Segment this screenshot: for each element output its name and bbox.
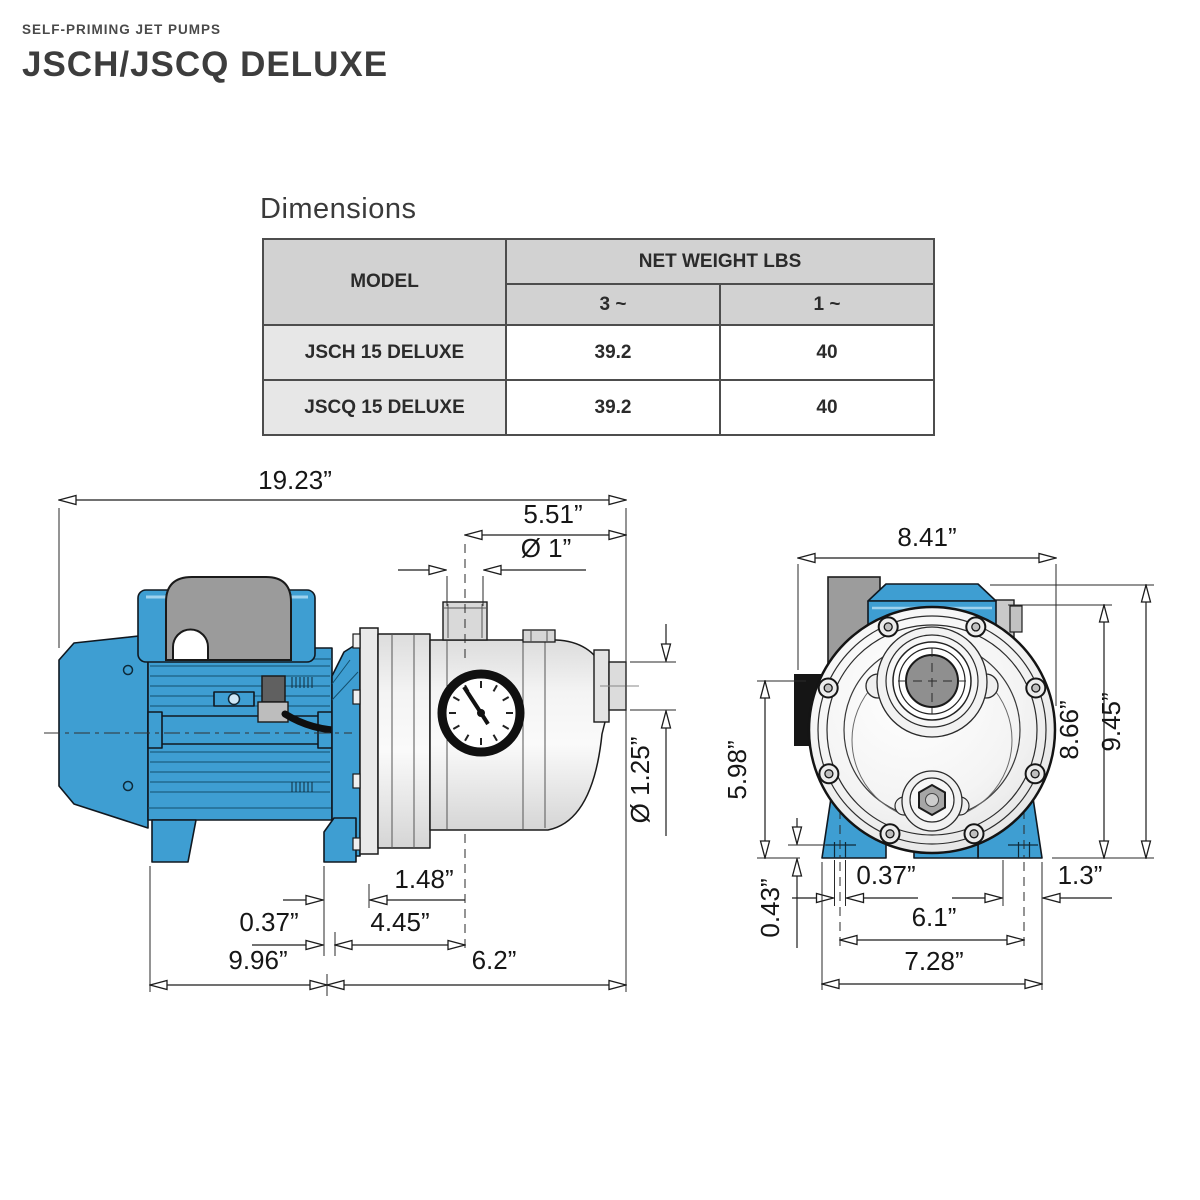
motor-foot <box>151 819 197 863</box>
dim-base-width: 7.28” <box>904 946 963 976</box>
dim-overall-length: 19.23” <box>258 465 332 495</box>
pump-front-view-drawing: 8.41” 9.45” 8.66” 5.98” 0.43” 0.37” 1.3”… <box>725 522 1154 990</box>
dim-slot-width: 0.37” <box>856 860 915 890</box>
table-cell-model: JSCQ 15 DELUXE <box>262 379 507 436</box>
priming-plug <box>522 629 556 643</box>
front-port <box>865 626 999 738</box>
dim-mount-slot: 1.48” <box>394 864 453 894</box>
table-cell-weight-3ph: 39.2 <box>505 324 721 381</box>
front-view-dimensions: 8.41” 9.45” 8.66” 5.98” 0.43” 0.37” 1.3”… <box>725 522 1154 990</box>
dim-foot-pad-height: 0.43” <box>755 878 785 937</box>
handle-notch <box>172 628 209 661</box>
dim-suction-diameter: Ø 1” <box>521 533 572 563</box>
flange-bolts <box>817 616 1047 845</box>
page-title: JSCH/JSCQ DELUXE <box>22 45 389 84</box>
dim-bolt-spacing: 6.1” <box>912 902 957 932</box>
table-cell-weight-1ph: 40 <box>719 324 935 381</box>
side-view-dimensions: 19.23” 5.51” Ø 1” Ø 1.25” 1.48” 0.37” 4.… <box>59 465 676 996</box>
dim-foot-width: 0.37” <box>239 907 298 937</box>
table-row: JSCH 15 DELUXE 39.2 40 <box>262 324 935 381</box>
dim-discharge-diameter: Ø 1.25” <box>625 737 655 824</box>
dim-axis-height: 5.98” <box>725 740 752 799</box>
table-header-net-weight: NET WEIGHT LBS <box>505 238 935 285</box>
pump-foot <box>323 817 357 863</box>
dim-suction-offset: 5.51” <box>523 499 582 529</box>
category-label: SELF-PRIMING JET PUMPS <box>22 22 222 37</box>
side-view-machine <box>44 576 639 863</box>
pump-side-view-drawing: 19.23” 5.51” Ø 1” Ø 1.25” 1.48” 0.37” 4.… <box>44 465 676 996</box>
table-header-1phase: 1 ~ <box>719 283 935 326</box>
pressure-gauge <box>437 669 525 757</box>
dim-mount-to-port: 4.45” <box>370 907 429 937</box>
table-cell-model: JSCH 15 DELUXE <box>262 324 507 381</box>
page-header: SELF-PRIMING JET PUMPS JSCH/JSCQ DELUXE <box>22 22 388 85</box>
dim-overall-width: 8.41” <box>897 522 956 552</box>
top-cap <box>867 583 997 602</box>
table-cell-weight-3ph: 39.2 <box>505 379 721 436</box>
pump-stage-rings <box>377 633 431 849</box>
front-view-machine <box>794 576 1057 859</box>
table-cell-weight-1ph: 40 <box>719 379 935 436</box>
drain-plug <box>894 770 970 832</box>
cable-gland <box>261 675 286 703</box>
dim-overall-height: 9.45” <box>1096 692 1126 751</box>
table-header-3phase: 3 ~ <box>505 283 721 326</box>
dim-body-height: 8.66” <box>1054 700 1084 759</box>
dim-pump-length: 6.2” <box>472 945 517 975</box>
motor-fan-cover <box>58 634 149 829</box>
fin-hatching <box>291 677 313 792</box>
dim-motor-length: 9.96” <box>228 945 287 975</box>
net-weight-table: MODEL NET WEIGHT LBS 3 ~ 1 ~ JSCH 15 DEL… <box>262 238 935 436</box>
dim-slot-to-edge: 1.3” <box>1058 860 1103 890</box>
table-row: JSCQ 15 DELUXE 39.2 40 <box>262 379 935 436</box>
table-header-model: MODEL <box>262 238 507 326</box>
dimensions-heading: Dimensions <box>260 193 417 225</box>
